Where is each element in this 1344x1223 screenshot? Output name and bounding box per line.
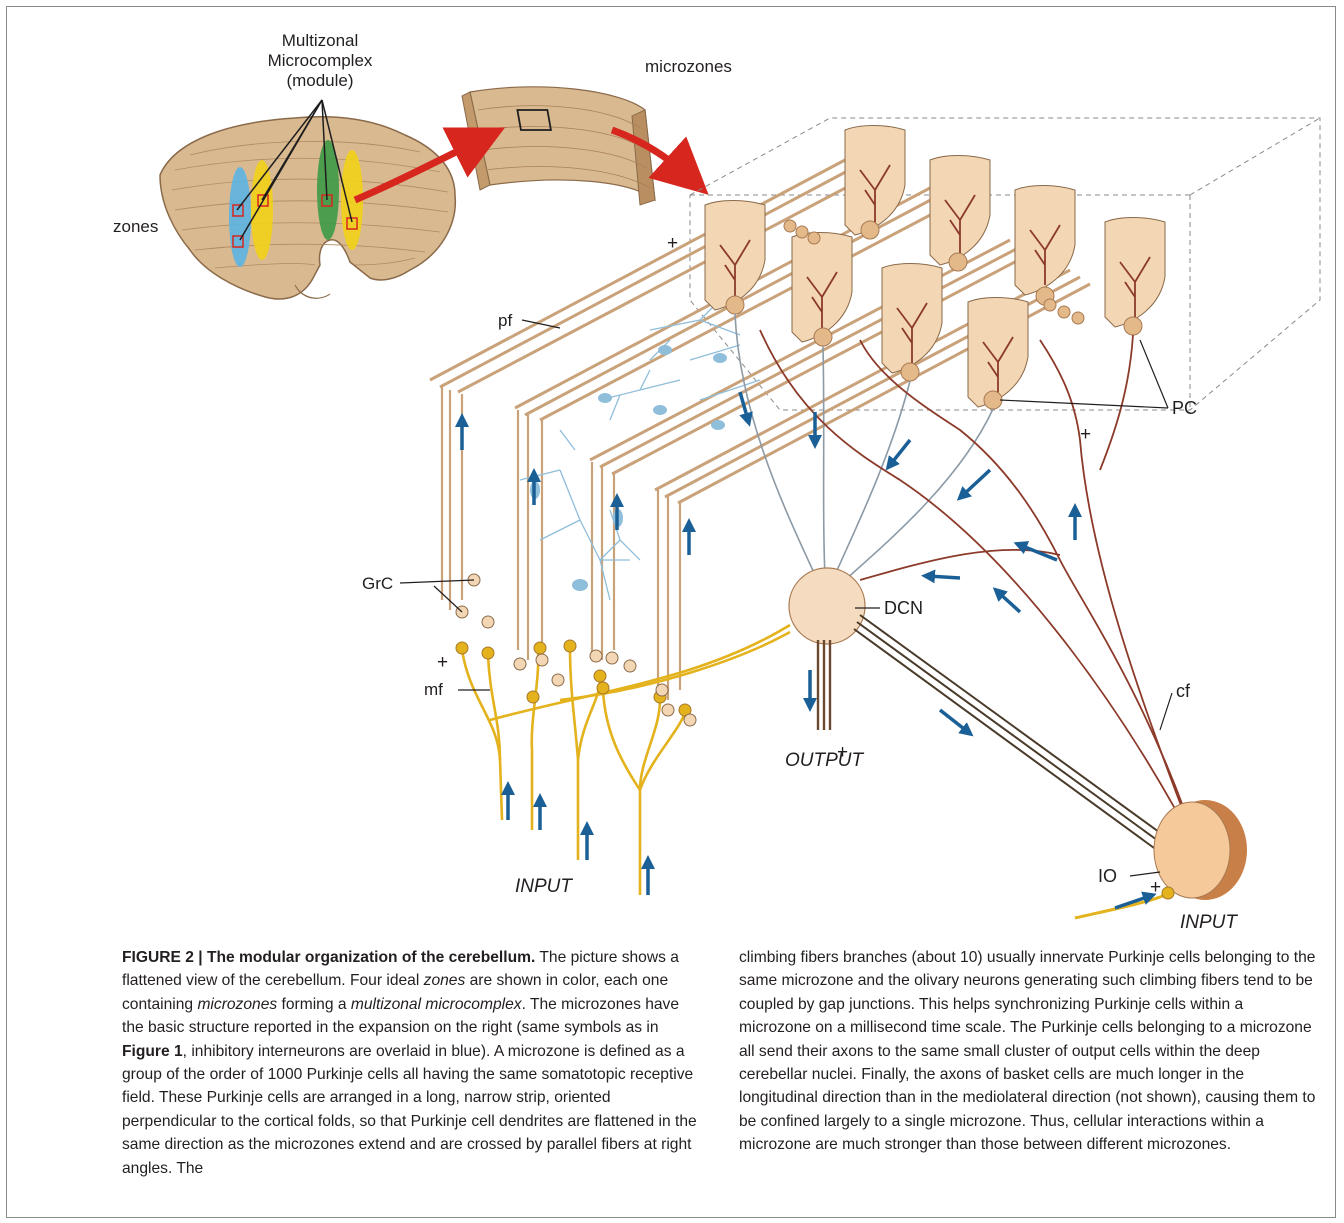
input-right-label: INPUT bbox=[1180, 912, 1238, 933]
module-title-line2: Microcomplex bbox=[268, 51, 373, 70]
pf-label: pf bbox=[498, 311, 512, 330]
dcn-to-io bbox=[854, 615, 1170, 856]
caption-right-column: climbing fibers branches (about 10) usua… bbox=[739, 946, 1319, 1157]
zone-blue bbox=[229, 167, 251, 267]
caption-left-column: FIGURE 2 | The modular organization of t… bbox=[122, 946, 702, 1180]
plus-io: + bbox=[1150, 877, 1161, 898]
pc-axons bbox=[735, 314, 993, 580]
caption-run: , inhibitory interneurons are overlaid i… bbox=[122, 1043, 697, 1177]
figure-caption: FIGURE 2 | The modular organization of t… bbox=[122, 946, 1327, 1216]
mf-label: mf bbox=[424, 680, 443, 699]
plus-output: + bbox=[837, 742, 848, 763]
caption-run: Figure 1 bbox=[122, 1043, 183, 1060]
module-title-line1: Multizonal bbox=[282, 31, 359, 50]
io-label: IO bbox=[1098, 866, 1117, 886]
caption-run: microzones bbox=[197, 996, 277, 1013]
caption-run: multizonal microcomplex bbox=[351, 996, 522, 1013]
flattened-cerebellum bbox=[160, 100, 455, 299]
microzones-label: microzones bbox=[645, 57, 732, 76]
plus-pf: + bbox=[667, 233, 678, 254]
inhibitory-interneurons bbox=[520, 300, 760, 600]
module-title-line3: (module) bbox=[286, 71, 353, 90]
caption-left-text: The picture shows a flattened view of th… bbox=[122, 949, 697, 1177]
granule-axons bbox=[442, 387, 680, 700]
label-leaders bbox=[400, 320, 1172, 876]
output-label: OUTPUT bbox=[785, 750, 865, 771]
plus-mf: + bbox=[437, 652, 448, 673]
dcn-nucleus bbox=[789, 568, 865, 730]
grc-label: GrC bbox=[362, 574, 393, 593]
caption-title: FIGURE 2 | The modular organization of t… bbox=[122, 949, 535, 966]
dcn-label: DCN bbox=[884, 598, 923, 618]
inferior-olive bbox=[1075, 800, 1247, 918]
plus-cf: + bbox=[1080, 424, 1091, 445]
caption-run: zones bbox=[424, 972, 466, 989]
microzones-slab bbox=[462, 87, 655, 205]
cf-label: cf bbox=[1176, 681, 1191, 701]
zone-yellow-left bbox=[251, 160, 273, 260]
input-left-label: INPUT bbox=[515, 876, 573, 897]
cerebellum-module-diagram: Multizonal Microcomplex (module) microzo… bbox=[0, 0, 1344, 940]
pc-label: PC bbox=[1172, 398, 1197, 418]
zones-label: zones bbox=[113, 217, 158, 236]
caption-run: forming a bbox=[277, 996, 351, 1013]
